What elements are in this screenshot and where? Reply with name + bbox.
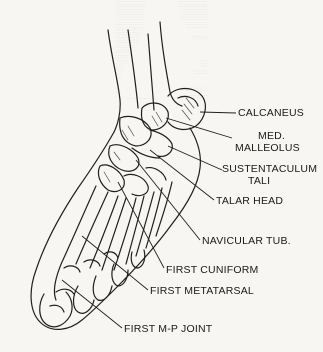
- metatarsal-4: [136, 192, 154, 256]
- talus: [120, 116, 151, 146]
- label-navicular-tub: NAVICULAR TUB.: [202, 236, 291, 247]
- metatarsal-1: [54, 186, 96, 300]
- label-first-metatarsal: FIRST METATARSAL: [150, 286, 254, 297]
- label-first-mp-joint: FIRST M-P JOINT: [124, 324, 212, 335]
- calcaneus-bone: [168, 89, 205, 130]
- label-first-cuniform: FIRST CUNIFORM: [166, 265, 258, 276]
- label-talar-head: TALAR HEAD: [216, 196, 283, 207]
- metatarsal-2: [90, 196, 118, 268]
- leader-talar-head: [150, 150, 214, 200]
- label-sustentaculum-line1: SUSTENTACULUM: [222, 164, 317, 175]
- leader-navicular: [136, 160, 200, 240]
- label-med-malleolus-line2: MALLEOLUS: [235, 143, 300, 154]
- malleolus: [141, 103, 168, 130]
- label-calcaneus: CALCANEUS: [238, 108, 304, 119]
- leg-outline-left: [108, 30, 120, 132]
- tibia-shaft: [128, 30, 138, 108]
- label-med-malleolus-line1: MED.: [258, 131, 285, 142]
- label-sustentaculum-line2: TALI: [248, 176, 270, 187]
- toe-2: [74, 286, 95, 313]
- toe-3: [93, 276, 112, 300]
- big-toe: [40, 292, 72, 327]
- leader-calcaneus: [200, 112, 236, 113]
- leader-first-mp-joint: [62, 280, 122, 328]
- leader-sustentaculum: [168, 146, 222, 170]
